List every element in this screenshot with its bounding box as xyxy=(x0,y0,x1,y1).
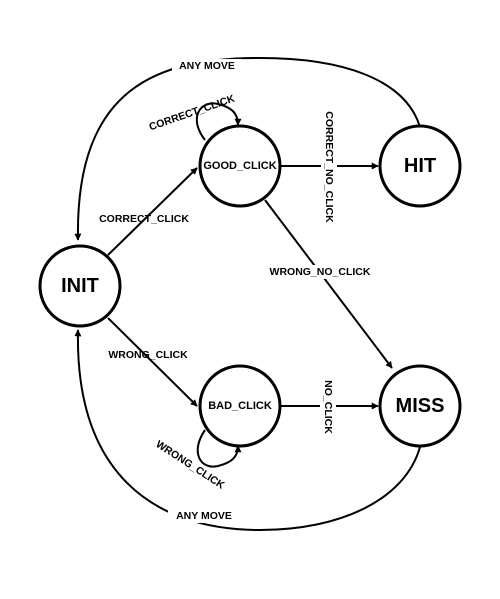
node-hit-label: HIT xyxy=(404,155,436,177)
label-bg xyxy=(320,376,336,438)
node-good-click: GOOD_CLICK xyxy=(198,124,282,208)
node-good-click-label: GOOD_CLICK xyxy=(203,160,276,172)
node-init-label: INIT xyxy=(61,275,99,297)
label-bg xyxy=(264,265,376,279)
label-correct-no-click: CORRECT_NO_CLICK xyxy=(323,111,335,223)
label-bg xyxy=(172,59,242,73)
label-any-move-top: ANY MOVE xyxy=(179,60,235,72)
label-wrong-click-init: WRONG_CLICK xyxy=(108,349,188,361)
edge-miss-to-init xyxy=(74,329,421,532)
edge-good-click-to-miss xyxy=(264,199,393,369)
label-correct-click-loop: CORRECT_CLICK xyxy=(148,93,237,134)
node-init: INIT xyxy=(38,244,122,328)
label-correct-click-init: CORRECT_CLICK xyxy=(99,213,189,225)
label-wrong-no-click: WRONG_NO_CLICK xyxy=(270,266,371,278)
node-miss-label: MISS xyxy=(396,395,445,417)
node-hit: HIT xyxy=(378,124,462,208)
label-bg xyxy=(168,509,240,523)
node-bad-click-label: BAD_CLICK xyxy=(208,400,272,412)
label-bg xyxy=(321,108,337,226)
edge-bad-click-loop xyxy=(196,429,242,468)
edge-init-to-bad-click xyxy=(107,317,198,407)
edge-init-to-good-click xyxy=(107,167,198,256)
label-any-move-bottom: ANY MOVE xyxy=(176,510,232,522)
node-miss: MISS xyxy=(378,364,462,448)
edge-good-click-loop xyxy=(195,102,242,141)
label-wrong-click-loop: WRONG_CLICK xyxy=(153,438,226,491)
edge-hit-to-init xyxy=(74,56,421,241)
label-no-click: NO_CLICK xyxy=(322,380,334,434)
node-bad-click: BAD_CLICK xyxy=(198,364,282,448)
